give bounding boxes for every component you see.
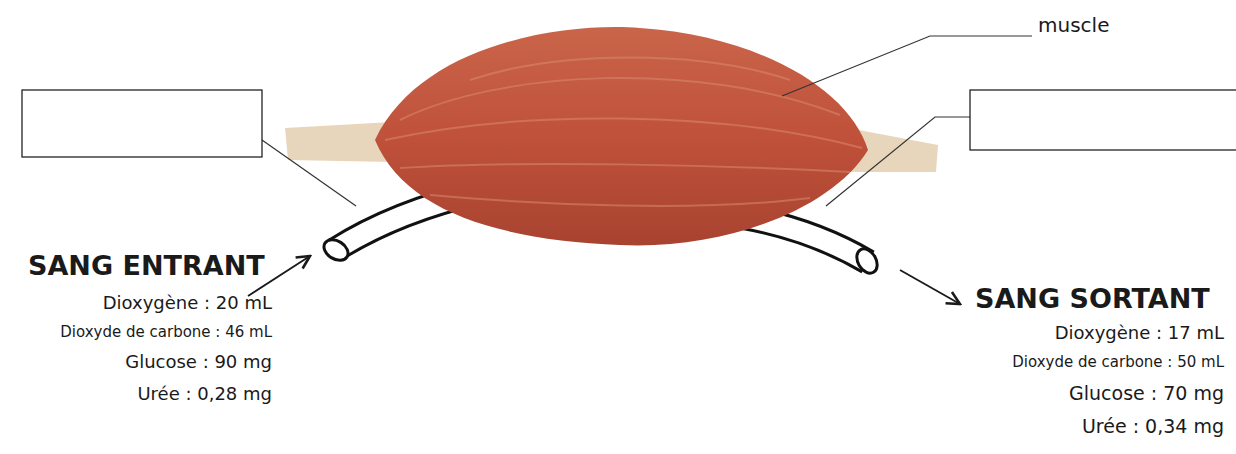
measurement: Urée : 0,34 mg [1082,416,1224,438]
measurement: Dioxygène : 17 mL [1055,323,1224,344]
measurement: Urée : 0,28 mg [137,384,272,405]
empty-answer-box [22,90,262,157]
flow-arrow [900,270,960,304]
part-label: muscle [1038,14,1109,37]
measurement: Glucose : 70 mg [1069,383,1224,405]
measurement: Dioxyde de carbone : 50 mL [1012,354,1224,371]
block-heading: SANG SORTANT [975,283,1210,314]
block-heading: SANG ENTRANT [28,250,265,281]
measurement: Glucose : 90 mg [125,352,272,373]
empty-answer-box [970,90,1236,150]
measurement: Dioxygène : 20 mL [103,293,272,314]
muscle-fibres [385,58,862,206]
vessel-opening [320,235,352,264]
leader-line [782,36,1032,96]
leader-line [262,140,356,206]
vessel-opening [853,245,882,277]
leader-line [826,117,970,206]
muscle-belly [375,27,868,245]
measurement: Dioxyde de carbone : 46 mL [60,324,272,341]
